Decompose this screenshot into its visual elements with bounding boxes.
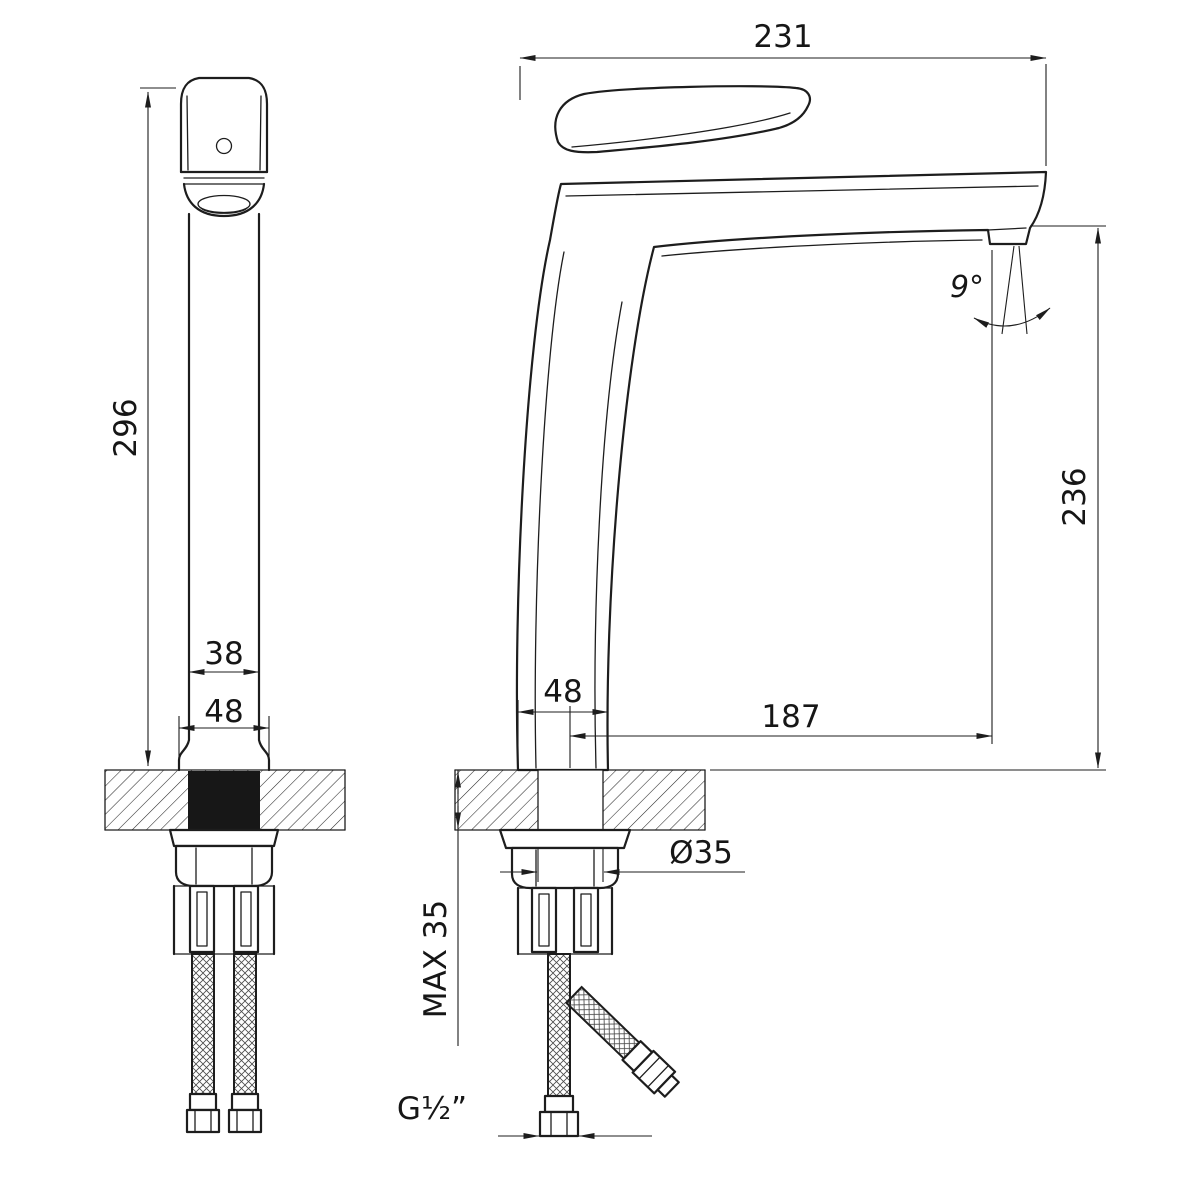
dim-hole-diameter: Ø35 bbox=[500, 835, 745, 882]
side-deck-section bbox=[454, 769, 706, 831]
hose-nut-right bbox=[227, 1108, 263, 1134]
mounting-bracket-side bbox=[516, 886, 614, 956]
dim-front-height: 296 bbox=[108, 87, 176, 767]
dim-max-thickness: MAX 35 bbox=[418, 770, 461, 1046]
handle-button bbox=[215, 137, 233, 155]
dim-thread-size-label: G½” bbox=[397, 1091, 467, 1127]
dim-body-width: 38 bbox=[188, 636, 260, 675]
spout-angle-annotation bbox=[973, 245, 1051, 335]
aerator-front bbox=[197, 194, 251, 214]
hose-left bbox=[191, 953, 215, 1095]
front-spout-head bbox=[182, 177, 266, 218]
spout-outlet bbox=[987, 227, 1027, 231]
threaded-shank-front bbox=[188, 771, 260, 829]
dim-total-width: 231 bbox=[519, 19, 1047, 166]
mounting-bracket-front bbox=[172, 884, 276, 956]
dim-spout-height: 236 bbox=[710, 225, 1106, 771]
dim-front-base-width: 48 bbox=[178, 694, 270, 768]
side-handle bbox=[554, 85, 812, 154]
dim-spout-height-label: 236 bbox=[1057, 467, 1093, 526]
dim-body-width-label: 38 bbox=[204, 636, 243, 672]
dim-total-width-label: 231 bbox=[753, 19, 812, 55]
dim-spout-reach: 187 bbox=[569, 250, 993, 768]
dim-hole-diameter-label: Ø35 bbox=[669, 835, 733, 871]
front-deck-section bbox=[104, 769, 346, 831]
hose-angled bbox=[564, 985, 680, 1098]
dim-spout-reach-label: 187 bbox=[761, 699, 820, 735]
front-supply-hoses bbox=[185, 953, 263, 1134]
hose-nut-left bbox=[185, 1108, 221, 1134]
washer-front bbox=[168, 828, 280, 848]
front-view bbox=[104, 76, 346, 1134]
hose-main-nut bbox=[538, 1110, 580, 1138]
washer-side bbox=[498, 828, 632, 850]
front-mounting-hardware bbox=[168, 828, 280, 956]
dim-front-height-label: 296 bbox=[108, 398, 144, 457]
hose-right bbox=[233, 953, 257, 1095]
dimension-annotations: 231 296 38 48 48 bbox=[108, 19, 1106, 1139]
dim-side-base-width: 48 bbox=[517, 674, 609, 766]
lock-nut-front bbox=[174, 844, 274, 888]
front-handle bbox=[179, 76, 269, 174]
dim-spout-angle-label: 9° bbox=[950, 270, 984, 305]
hose-main bbox=[547, 953, 571, 1097]
dim-side-base-width-label: 48 bbox=[543, 674, 582, 710]
dim-thread-size: G½” bbox=[397, 1091, 652, 1139]
side-mounting-hardware bbox=[498, 828, 632, 956]
dim-max-thickness-label: MAX 35 bbox=[418, 900, 454, 1019]
lock-nut-side bbox=[510, 846, 620, 890]
side-supply-hoses bbox=[538, 953, 680, 1138]
dim-front-base-width-label: 48 bbox=[204, 694, 243, 730]
threaded-shank-side bbox=[538, 770, 603, 830]
